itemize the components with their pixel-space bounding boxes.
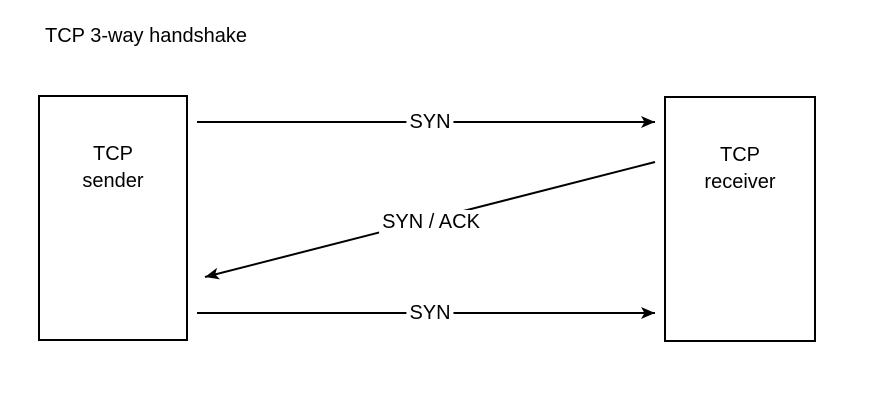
diagram-title: TCP 3-way handshake: [45, 25, 247, 47]
edge-label-syn-ack: SYN / ACK: [379, 210, 483, 234]
edge-label-syn-2: SYN: [406, 301, 454, 325]
node-label-line: TCP: [93, 143, 133, 165]
node-tcp-sender-label: TCP sender: [82, 141, 143, 195]
node-tcp-sender: TCP sender: [38, 95, 188, 341]
edge-label-syn-1: SYN: [406, 110, 454, 134]
node-label-line: TCP: [719, 144, 760, 166]
node-label-line: receiver: [704, 171, 776, 193]
node-label-line: sender: [82, 170, 144, 192]
node-tcp-receiver: TCP receiver: [664, 96, 816, 342]
node-tcp-receiver-label: TCP receiver: [704, 142, 775, 196]
